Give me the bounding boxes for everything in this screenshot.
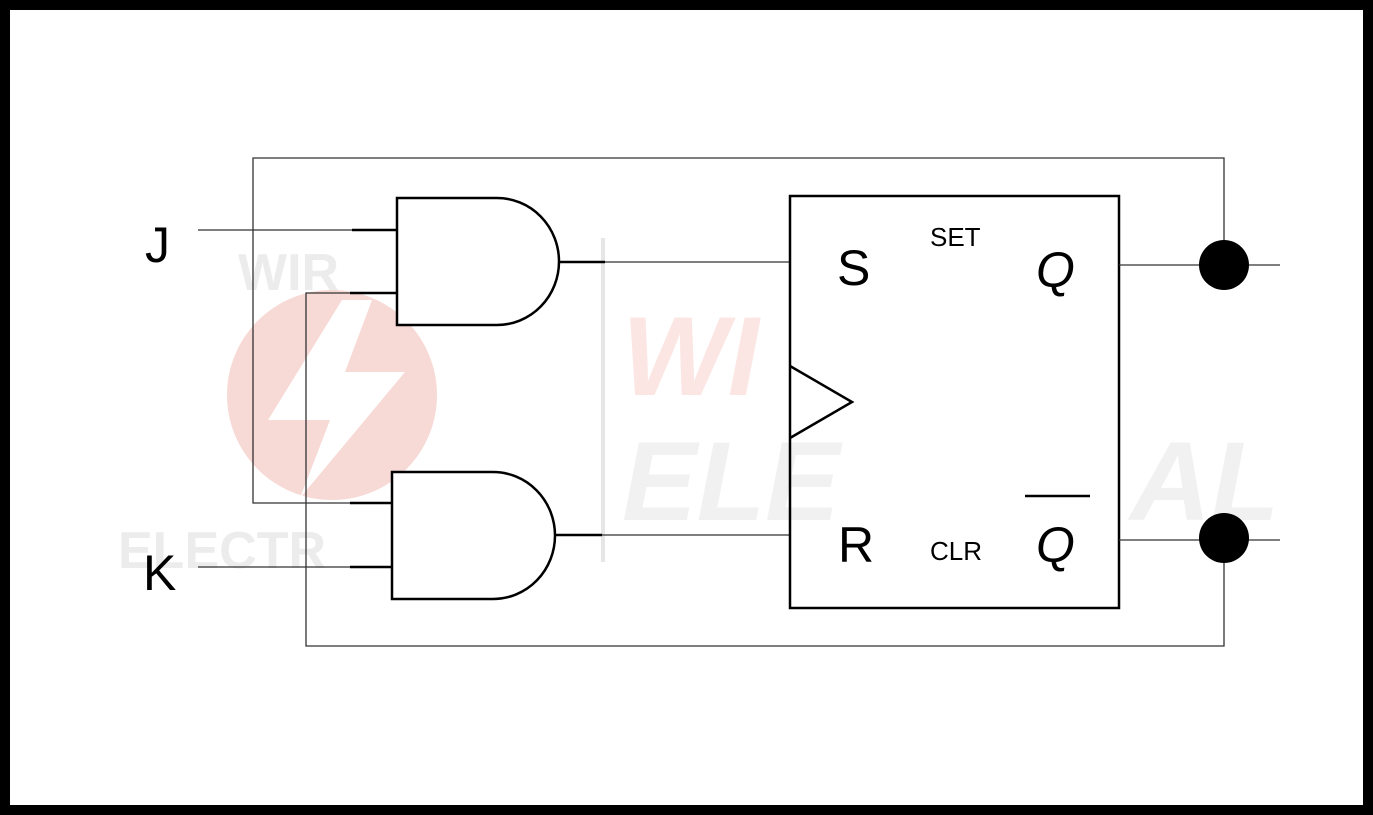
watermark-word-top: WI: [622, 294, 762, 419]
q-label: Q: [1036, 242, 1075, 298]
qbar-feedback-wire: [305, 292, 1225, 647]
watermark-word-bottom-end: AL: [1127, 419, 1279, 544]
q-feedback-wire: [252, 157, 1225, 504]
q-junction-dot: [1199, 240, 1249, 290]
set-label: SET: [930, 222, 981, 252]
clr-label: CLR: [930, 536, 982, 566]
s-label: S: [837, 240, 870, 296]
sr-flip-flop-box: [788, 194, 1121, 610]
qbar-junction-dot: [1199, 513, 1249, 563]
clock-triangle: [789, 364, 855, 440]
watermark-word-bottom: ELE: [622, 419, 843, 544]
qbar-label: Q: [1036, 517, 1075, 573]
k-input-label: K: [143, 545, 176, 601]
j-input-label: J: [145, 217, 170, 273]
and-gate-2: [390, 470, 557, 601]
watermark-small-top: WIR: [238, 244, 339, 302]
watermark-small-bottom: ELECTR: [118, 522, 326, 580]
r-label: R: [838, 517, 874, 573]
watermark-logo: WIR ELECTR WI ELE AL: [118, 238, 1279, 580]
watermark-bolt-icon: [268, 300, 405, 498]
and-gate-1: [395, 196, 561, 327]
